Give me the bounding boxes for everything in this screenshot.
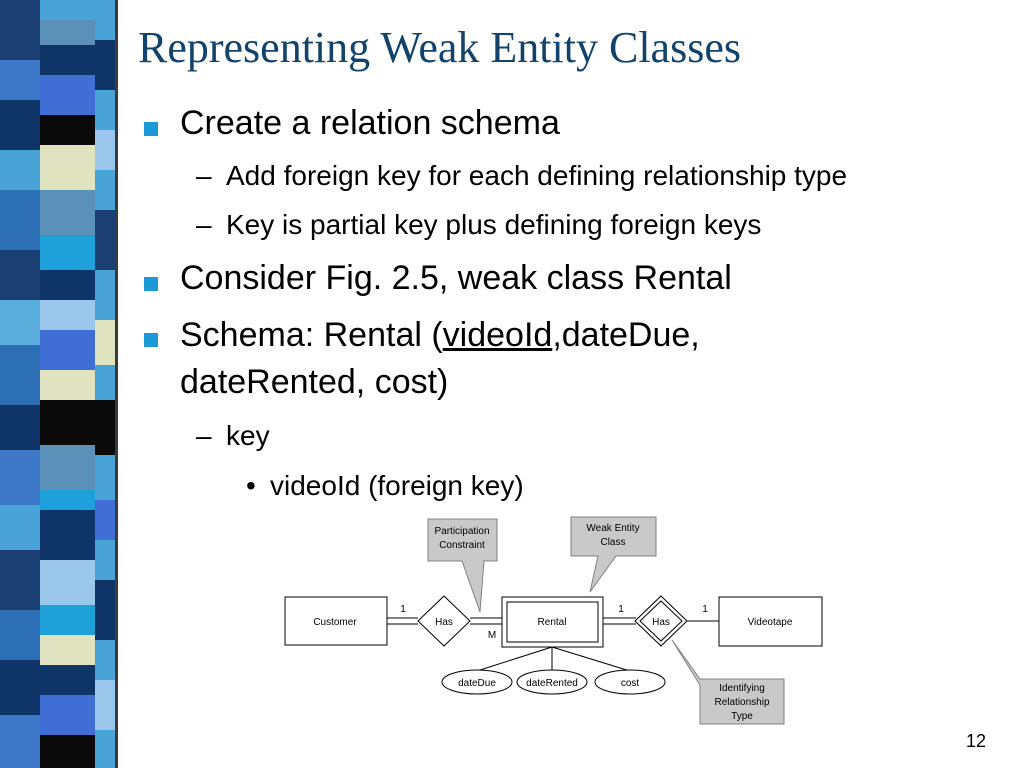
identifying-text-2: Relationship	[714, 697, 769, 708]
sub-sub-bullet-text: videoId (foreign key)	[270, 470, 524, 501]
sub-bullet-text: Key is partial key plus defining foreign…	[226, 209, 762, 240]
slide-title: Representing Weak Entity Classes	[138, 23, 741, 72]
participation-text-2: Constraint	[439, 540, 485, 551]
cardinality-2: 1	[618, 604, 624, 615]
has-right-label: Has	[652, 617, 670, 628]
participation-text-1: Participation	[434, 526, 489, 537]
identifying-text-3: Type	[731, 711, 753, 722]
bullet-square	[144, 122, 158, 136]
weak-entity-callout	[570, 516, 657, 593]
videotape-entity	[718, 596, 823, 647]
participation-callout	[427, 518, 498, 613]
underlined-key: videoId	[442, 316, 553, 354]
dash-marker: –	[196, 420, 212, 451]
attr-daterented-label: dateRented	[526, 678, 578, 689]
sub-bullet-text: Add foreign key for each defining relati…	[226, 160, 848, 191]
cardinality-m: M	[488, 630, 496, 641]
identifying-callout	[671, 639, 785, 725]
attribute-cost	[594, 669, 666, 695]
attr-cost-label: cost	[621, 678, 640, 689]
sub-bullet-text: key	[226, 420, 270, 451]
bullet-text: Create a relation schema	[180, 104, 560, 142]
cardinality-1: 1	[400, 604, 406, 615]
weak-text-2: Class	[600, 537, 625, 548]
identifying-text-1: Identifying	[719, 683, 765, 694]
bullet-square	[144, 277, 158, 291]
decorative-stripe	[0, 0, 130, 768]
videotape-label: Videotape	[748, 617, 793, 628]
schema-prefix: Schema: Rental (	[180, 316, 443, 354]
page-number: 12	[965, 731, 986, 751]
bullet-text: Schema: Rental (videoId,dateDue,	[180, 316, 700, 355]
attribute-datedue	[441, 669, 513, 695]
rental-label: Rental	[538, 617, 567, 628]
bullet-text: Consider Fig. 2.5, weak class Rental	[180, 259, 732, 297]
weak-text-1: Weak Entity	[586, 523, 639, 534]
dash-marker: –	[196, 160, 212, 191]
has-relationship-right-inner	[639, 600, 683, 642]
cardinality-3: 1	[702, 604, 708, 615]
bullet-square	[144, 333, 158, 347]
rental-entity-inner	[506, 601, 599, 643]
has-left-label: Has	[435, 617, 453, 628]
bullet-text-continuation: dateRented, cost)	[180, 363, 449, 401]
customer-label: Customer	[313, 617, 357, 628]
customer-entity	[284, 596, 388, 646]
attr-datedue-label: dateDue	[458, 678, 496, 689]
attribute-daterented	[516, 669, 588, 695]
schema-suffix: ,dateDue,	[552, 316, 700, 354]
has-relationship-left	[417, 595, 471, 647]
dash-marker: –	[196, 209, 212, 240]
dot-marker: •	[246, 470, 256, 501]
